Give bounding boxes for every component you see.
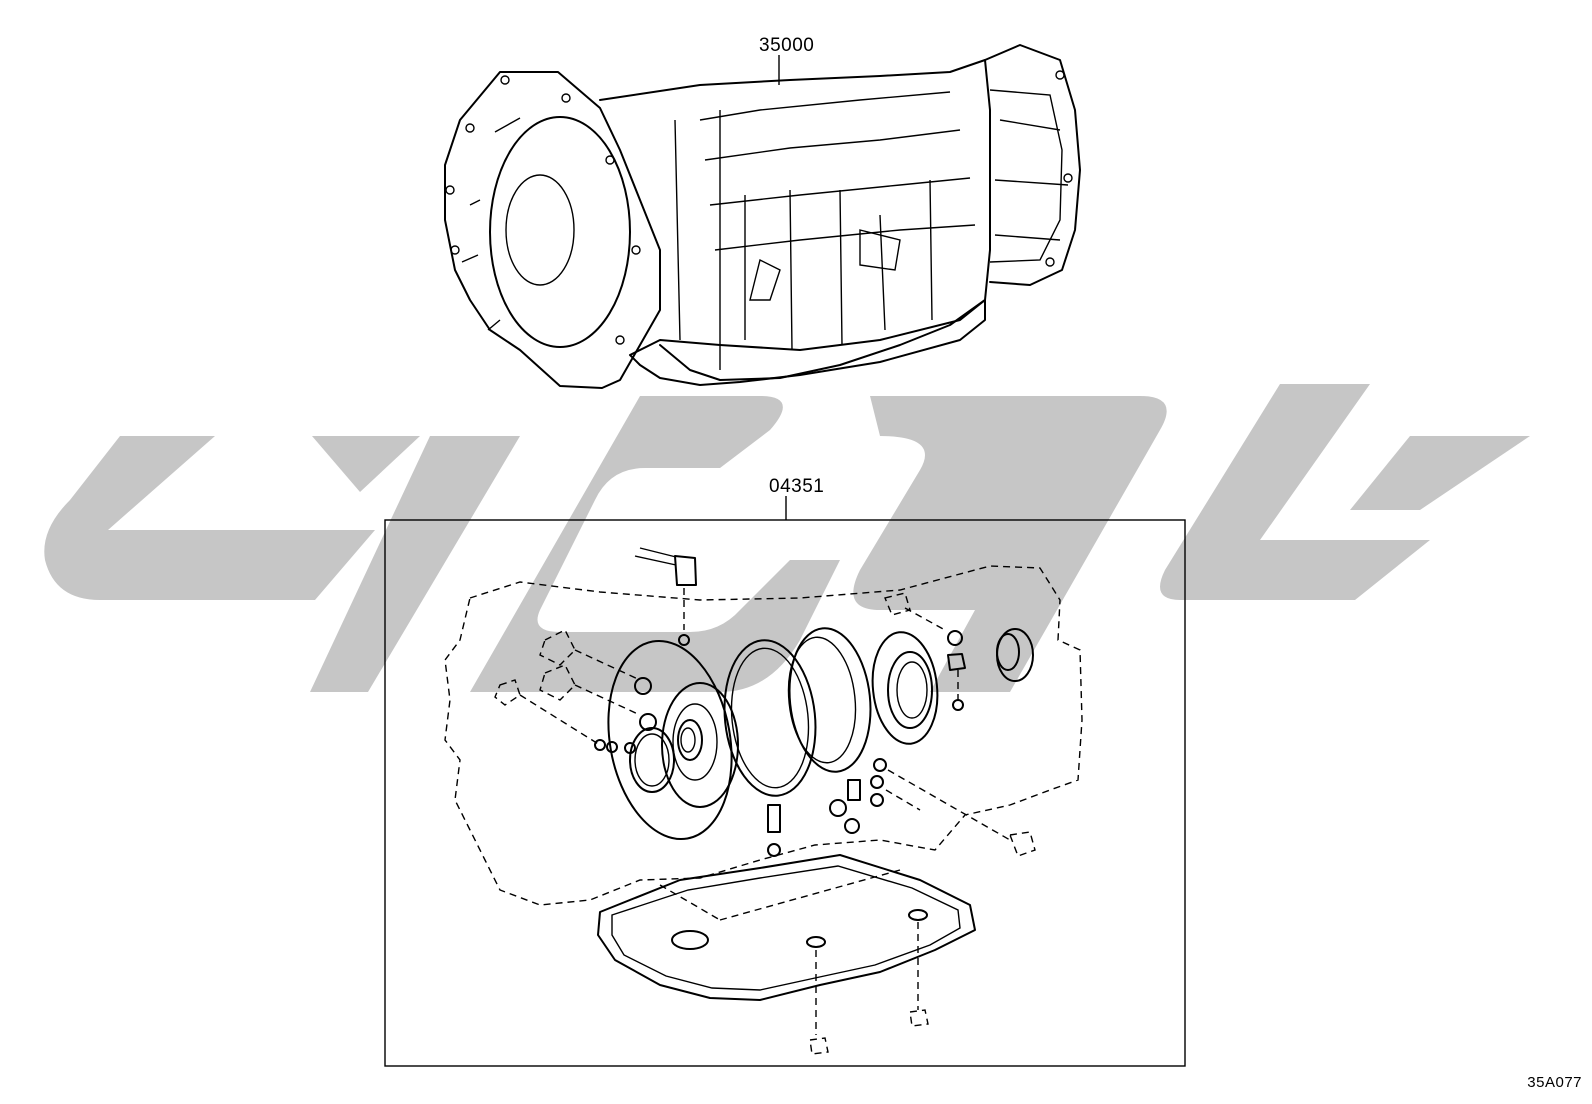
illustration-code: 35A077 bbox=[1527, 1074, 1582, 1091]
part-number-gasket-kit: 04351 bbox=[769, 476, 825, 497]
gasket-kit-box bbox=[384, 496, 1186, 1067]
watermark-logo bbox=[44, 384, 1530, 692]
part-number-transmission: 35000 bbox=[759, 35, 815, 56]
transmission-assembly bbox=[444, 44, 1081, 389]
